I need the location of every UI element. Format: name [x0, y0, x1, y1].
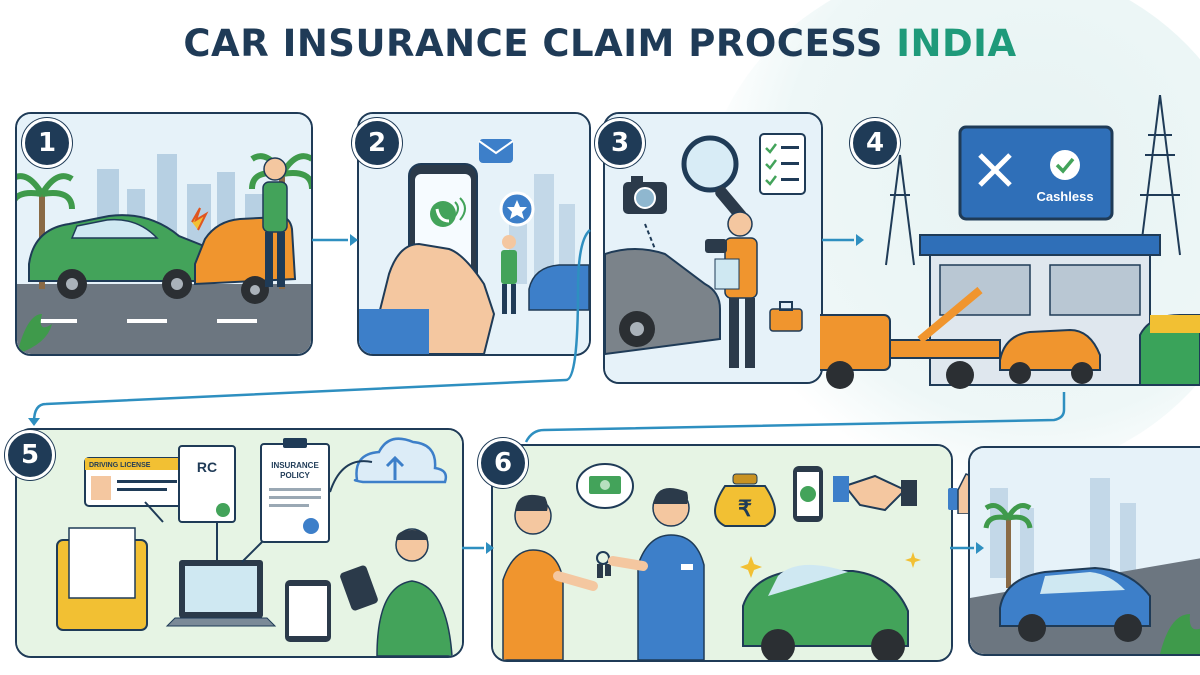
handshake-icon: [833, 474, 917, 512]
rc-label: RC: [197, 459, 217, 475]
damaged-grey-car: [605, 248, 721, 356]
step-2-badge: 2: [352, 118, 402, 168]
phone-approved-icon: [793, 466, 823, 522]
title-accent: INDIA: [896, 22, 1017, 65]
repaired-green-car: [742, 564, 909, 660]
surveyor: [705, 211, 758, 368]
power-tower: [1139, 95, 1181, 256]
page-title: CAR INSURANCE CLAIM PROCESS INDIA: [0, 22, 1200, 65]
person-with-tablet: [340, 528, 453, 656]
power-tower-2: [885, 154, 915, 266]
step-4-garage-scene: Cashless: [820, 95, 1200, 389]
cashless-sign: Cashless: [958, 125, 1114, 221]
blue-car: [999, 566, 1151, 642]
title-main: CAR INSURANCE CLAIM PROCESS: [183, 22, 897, 65]
laptop-icon: [165, 560, 277, 627]
checklist-icon: [759, 133, 806, 195]
policy-label: POLICY: [280, 471, 310, 480]
rupee-symbol: ₹: [738, 496, 752, 521]
arrow-head: [28, 418, 40, 426]
cashless-label: Cashless: [1036, 189, 1093, 204]
police-badge-icon: [499, 191, 535, 227]
step-1-badge: 1: [22, 118, 72, 168]
money-bag-icon: ₹: [714, 473, 776, 527]
tablet-icon: [285, 580, 331, 642]
tow-truck: [820, 286, 1001, 389]
driving-license-label: DRIVING LICENSE: [89, 462, 151, 469]
impact-spark-icon: [191, 207, 209, 231]
step-6-badge: 6: [478, 438, 528, 488]
cash-bubble-icon: [576, 463, 634, 509]
orange-car-repair: [999, 328, 1101, 384]
road-trip-scene: [970, 448, 1200, 654]
checkmark-icon: [1055, 157, 1075, 174]
step-5-badge: 5: [5, 430, 55, 480]
sleeve: [359, 309, 429, 354]
customer: [502, 494, 598, 660]
step-6-panel: ₹: [491, 444, 953, 662]
step-4-badge: 4: [850, 118, 900, 168]
auto-rickshaw: [1139, 314, 1200, 386]
folder-icon: [56, 527, 148, 631]
toolbox-icon: [769, 301, 803, 332]
insurance-label: INSURANCE: [271, 461, 319, 470]
mail-icon: [478, 139, 514, 163]
cloud-upload-icon: [353, 437, 448, 484]
insurance-agent: [608, 488, 705, 660]
survey-scene: [605, 114, 821, 382]
magnifier-icon: [681, 135, 747, 222]
palm-tree: [983, 503, 1033, 588]
settlement-scene: ₹: [493, 446, 951, 660]
step-3-badge: 3: [595, 118, 645, 168]
driving-license-card: DRIVING LICENSE: [84, 457, 194, 507]
rc-document: RC: [178, 445, 236, 523]
final-panel: [968, 446, 1200, 656]
camera-icon: [623, 176, 667, 214]
